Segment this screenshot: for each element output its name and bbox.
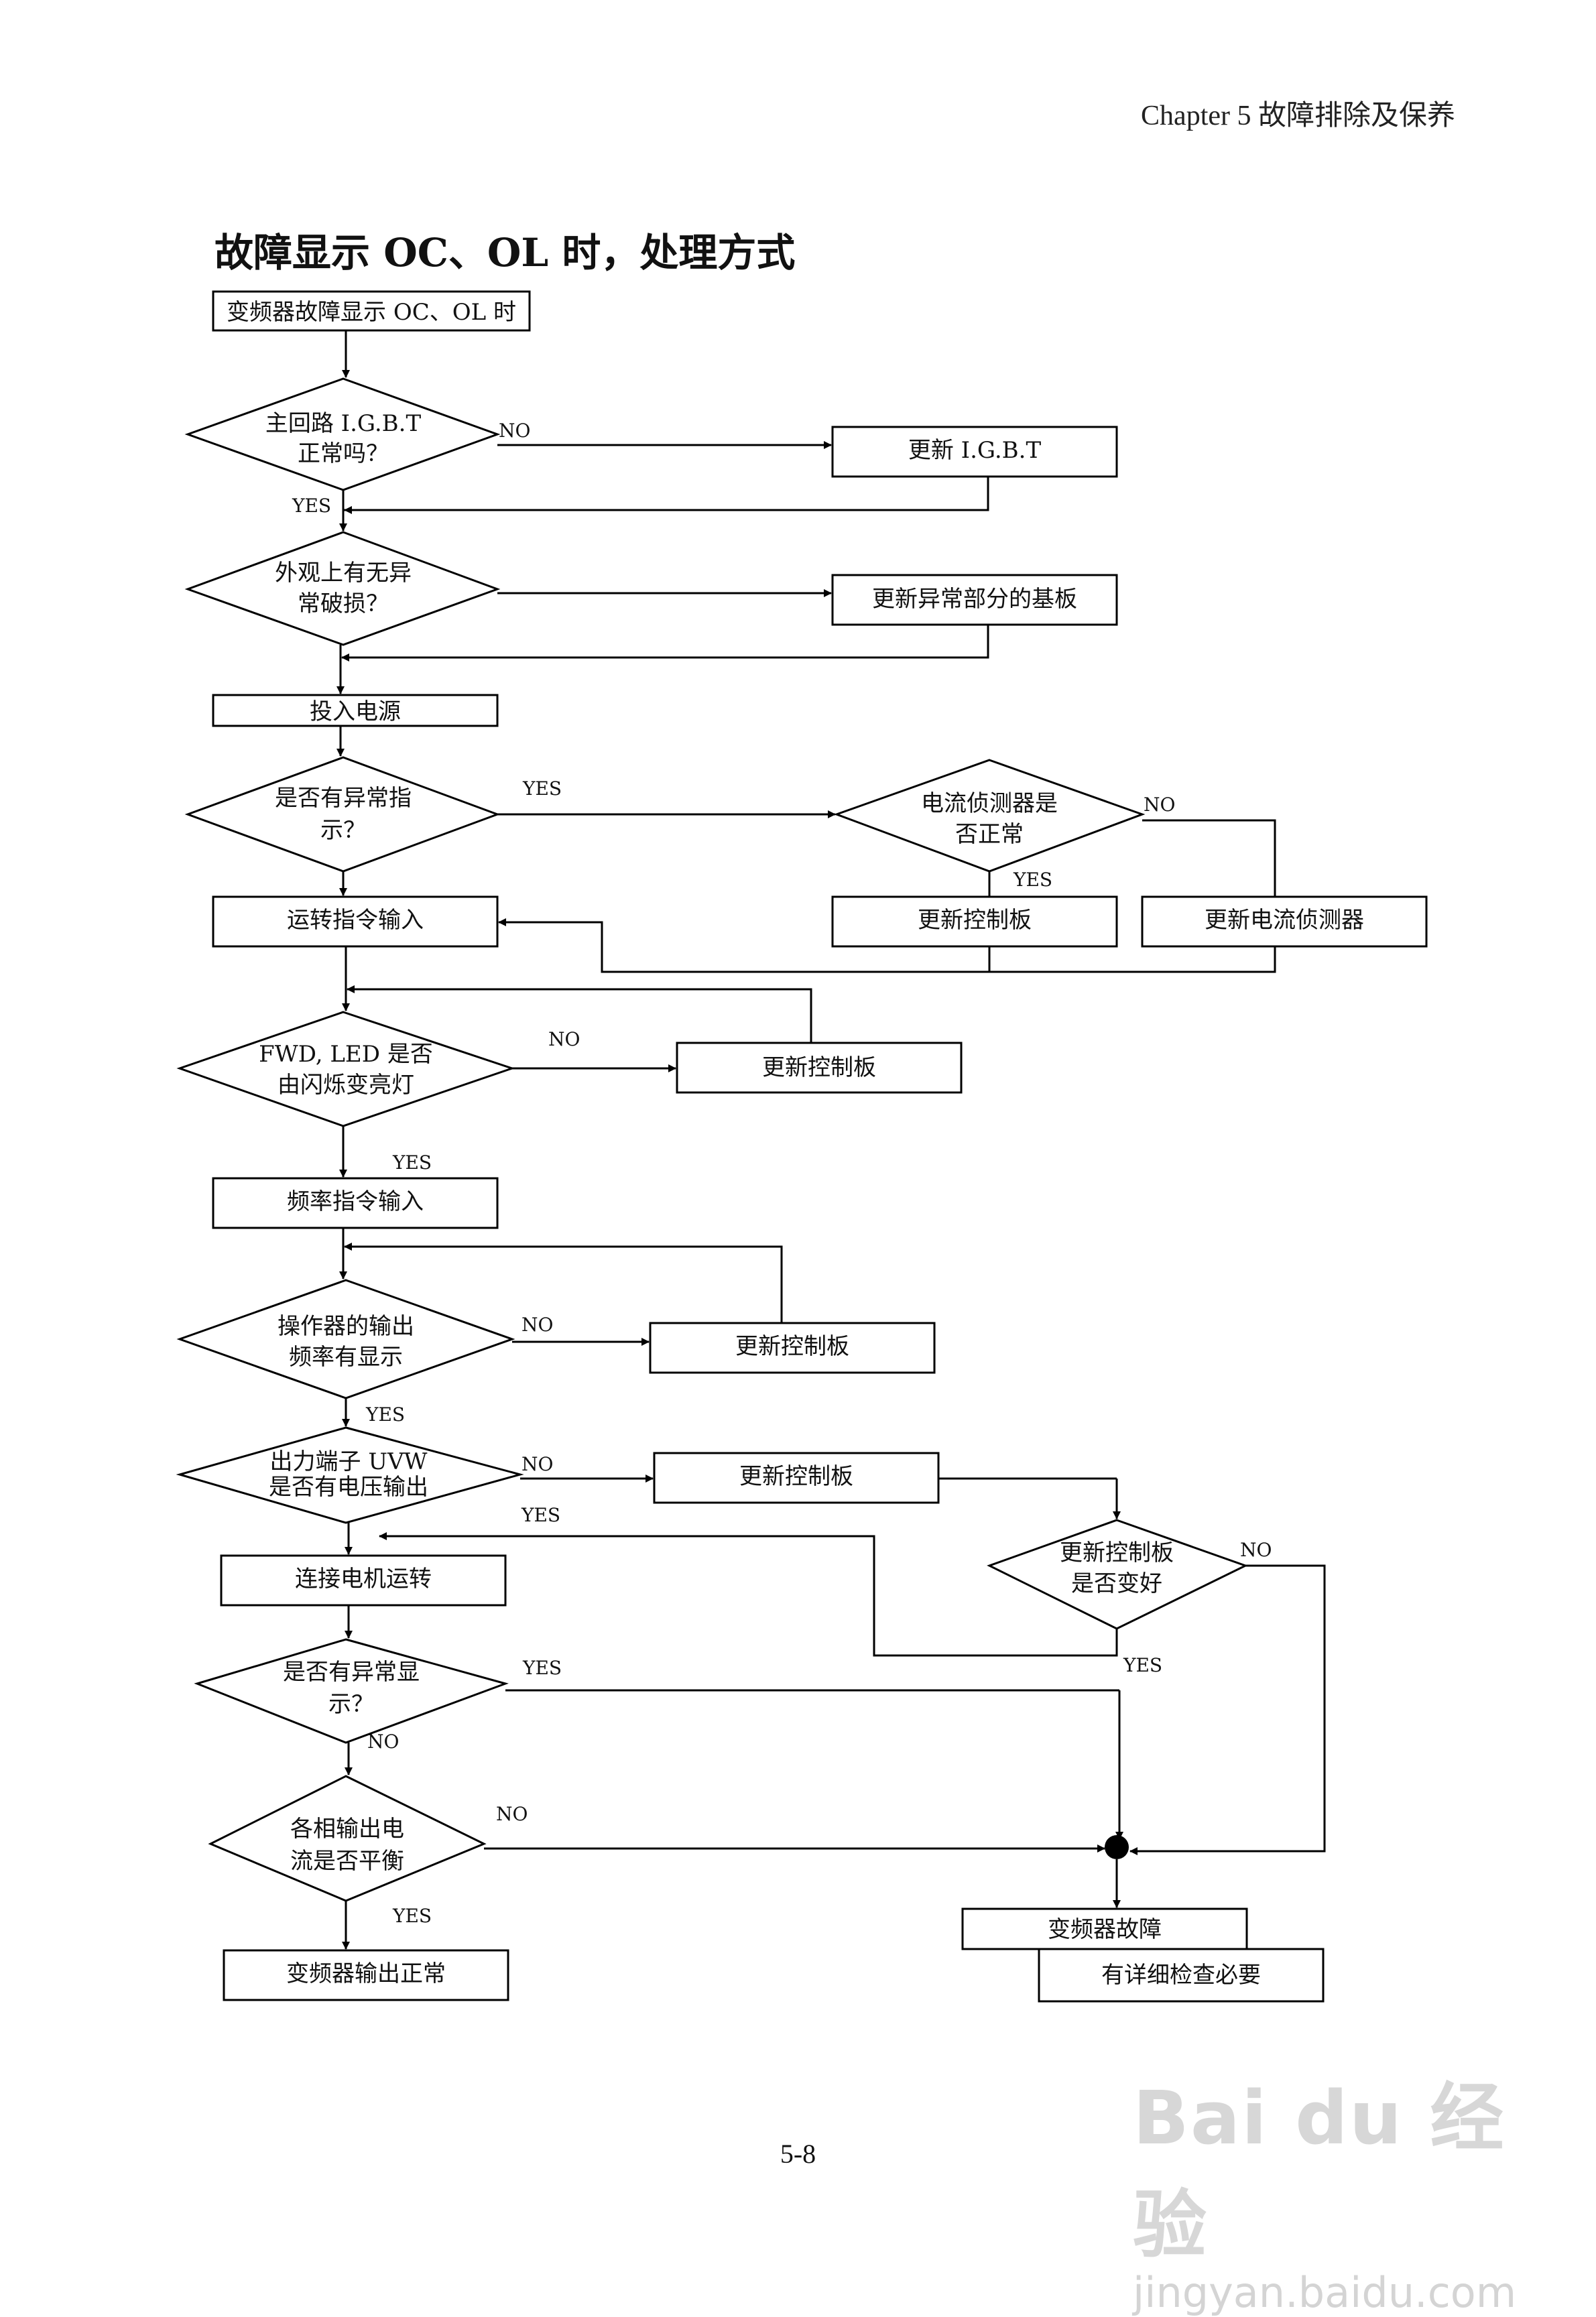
no-label-igbt: NO [499,420,530,442]
start-label: 变频器故障显示 OC、OL 时 [227,299,516,326]
replace-ctrl-1-box [831,895,1118,948]
fwd-led-decision [176,1011,515,1127]
fwd-label-1: FWD, LED 是否 [259,1041,433,1068]
replace-board-box [831,574,1118,626]
fwd-label-2: 由闪烁变亮灯 [278,1072,414,1099]
replace-board-label: 更新异常部分的基板 [872,586,1077,613]
ct-label-2: 否正常 [955,821,1024,848]
yes-label-abn-disp: YES [522,1657,562,1679]
freq-cmd-label: 频率指令输入 [287,1188,424,1215]
chapter-header: Chapter 5 故障排除及保养 [1141,101,1455,131]
op-label-1: 操作器的输出 [278,1313,414,1340]
no-label-op: NO [521,1314,553,1336]
better-label-2: 是否变好 [1071,1570,1162,1597]
replace-ct-label: 更新电流侦测器 [1205,907,1364,934]
replace-ctrl-3-box [649,1322,936,1374]
yes-label-igbt: YES [292,495,331,517]
replace-igbt-box [831,426,1118,478]
abnormal-indication-decision [184,756,501,873]
run-cmd-label: 运转指令输入 [287,907,424,934]
yes-label-uvw: YES [521,1504,560,1526]
yes-label-better: YES [1123,1654,1162,1676]
igbt-label-1: 主回路 I.G.B.T [265,410,422,437]
replace-ctrl-2-box [676,1042,963,1094]
freq-cmd-box [212,1177,499,1229]
motor-run-label: 连接电机运转 [295,1566,432,1592]
no-label-better: NO [1240,1539,1272,1561]
power-on-box [212,694,499,727]
inspect-label: 有详细检查必要 [1101,1962,1261,1989]
no-label-fwd: NO [548,1028,580,1050]
yes-label-fwd: YES [392,1151,432,1174]
uvw-label-1: 出力端子 UVW [270,1448,428,1475]
damage-label-1: 外观上有无异 [275,560,412,586]
balance-label-2: 流是否平衡 [290,1848,404,1875]
damage-label-2: 常破损？ [298,590,389,617]
watermark-url: jingyan.baidu.com [1133,2268,1517,2317]
yes-label-op: YES [365,1403,405,1426]
replace-ctrl-2-label: 更新控制板 [762,1054,876,1081]
uvw-label-2: 是否有电压输出 [269,1474,428,1501]
op-label-2: 频率有显示 [289,1344,403,1371]
inspect-box [1038,1948,1325,2003]
yes-label-balance: YES [392,1905,432,1927]
replace-ct-box [1141,895,1428,948]
abn-disp-label-2: 示？ [328,1691,374,1718]
page-number: 5-8 [780,2139,816,2169]
ct-label-1: 电流侦测器是 [921,790,1058,817]
balance-label-1: 各相输出电 [290,1816,404,1842]
yes-label-ct: YES [1013,869,1052,891]
normal-label: 变频器输出正常 [286,1960,446,1987]
run-cmd-box [212,895,499,948]
replace-igbt-label: 更新 I.G.B.T [908,437,1042,464]
abnormal-display-decision [194,1638,509,1744]
abn-ind-label-1: 是否有异常指 [275,785,412,812]
abn-ind-label-2: 示？ [320,817,366,844]
watermark-logo: Bai du 经验 [1133,2075,1506,2268]
replace-ctrl-4-label: 更新控制板 [739,1463,853,1490]
normal-box [223,1949,509,2001]
flowchart: 变频器故障显示 OC、OL 时 主回路 I.G.B.T 正常吗？ 更新 I.G.… [176,290,1428,2003]
fault-label: 变频器故障 [1048,1916,1162,1943]
power-on-label: 投入电源 [310,698,401,725]
motor-run-box [220,1554,507,1607]
abn-disp-label-1: 是否有异常显 [283,1659,420,1686]
merge-junction [1105,1835,1129,1859]
baidu-watermark: Bai du 经验 jingyan.baidu.com [1133,2058,1535,2317]
page-title: 故障显示 OC、OL 时，处理方式 [214,230,796,275]
replace-ctrl-3-label: 更新控制板 [735,1333,849,1360]
better-label-1: 更新控制板 [1060,1540,1174,1566]
no-label-balance: NO [496,1803,528,1825]
no-label-abn-disp: NO [367,1731,399,1753]
start-box [212,290,531,332]
replace-ctrl-1-label: 更新控制板 [918,907,1032,934]
igbt-label-2: 正常吗？ [298,440,389,467]
no-label-ct: NO [1144,794,1175,816]
yes-label-abn-ind: YES [522,777,562,800]
no-label-uvw: NO [521,1453,553,1475]
uvw-output-decision [176,1426,524,1524]
damage-decision [184,531,501,646]
